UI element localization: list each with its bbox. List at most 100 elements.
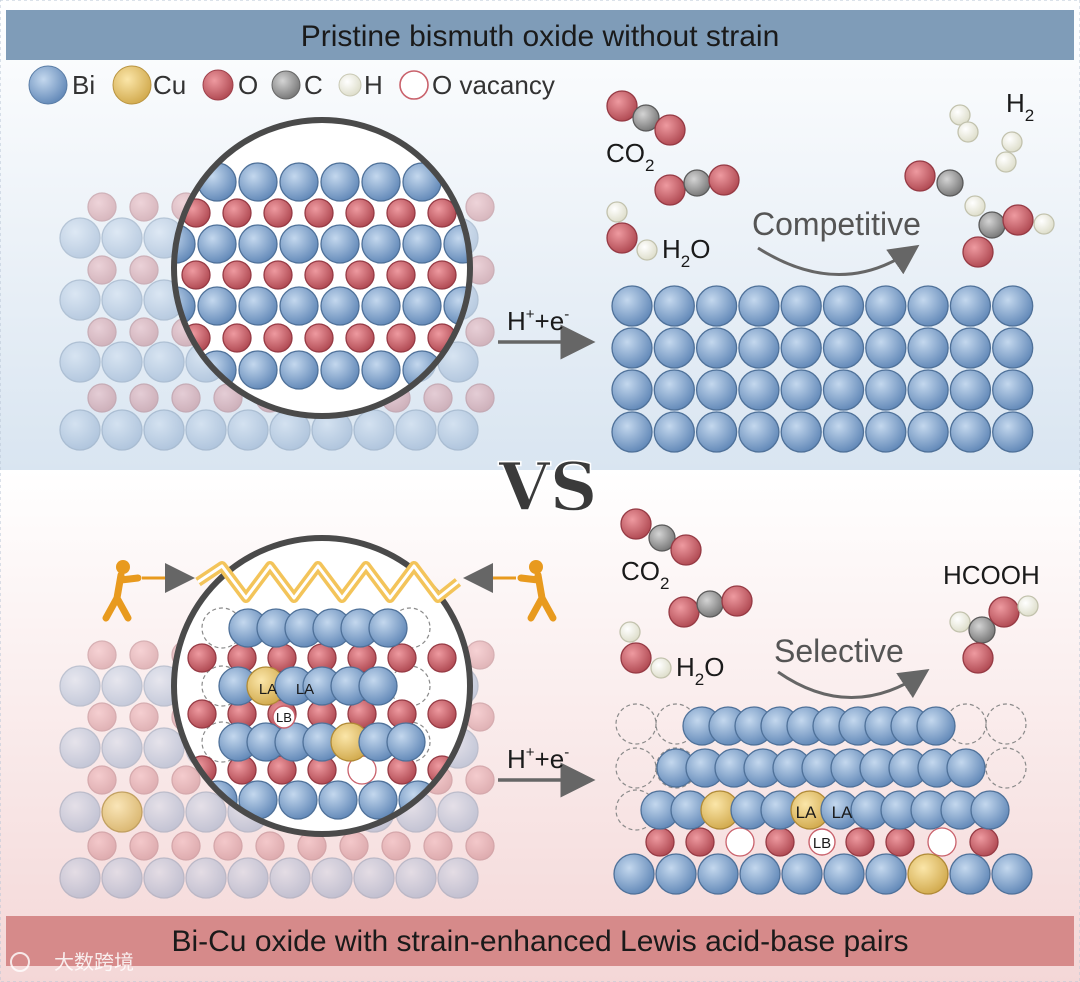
- bg-o-atom: [171, 831, 201, 861]
- top-banner-text: Pristine bismuth oxide without strain: [301, 20, 780, 53]
- mol-o-atom: [962, 236, 994, 268]
- zoom-bi-atom: [358, 666, 398, 706]
- bg-o-atom: [87, 640, 117, 670]
- slab-bi-atom: [949, 369, 992, 411]
- zoom-bi-atom: [402, 286, 442, 326]
- slab-o-atom: [845, 827, 875, 857]
- bottom-reaction-arrow: H++e-: [498, 744, 596, 798]
- h2-h-atom: [995, 151, 1017, 173]
- zoom-o-atom: [427, 198, 457, 228]
- co2-c-atom: [936, 169, 964, 197]
- watermark-text: 大数跨境: [54, 951, 134, 974]
- hcooh-h-atom: [949, 611, 971, 633]
- zoom-o-atom: [187, 699, 217, 729]
- legend-c-label: C: [304, 70, 323, 100]
- top-h2o-label: H2O: [662, 234, 710, 271]
- bottom-banner: [6, 916, 1074, 966]
- zoom-bi-atom: [279, 224, 319, 264]
- slab-bi-atom: [970, 790, 1010, 830]
- zoom-bi-atom: [238, 350, 278, 390]
- slab-bi-atom: [823, 853, 865, 895]
- slab-bi-atom: [695, 285, 738, 327]
- co2-c-atom: [696, 590, 724, 618]
- slab-bi-atom: [738, 285, 780, 327]
- bottom-h2o-label: H2O: [676, 652, 724, 689]
- legend-h-label: H: [364, 70, 383, 100]
- slab-bi-atom: [653, 411, 695, 453]
- zoom-o-atom: [345, 260, 375, 290]
- slab-bi-atom: [781, 853, 823, 895]
- slab-bi-atom: [653, 285, 695, 327]
- slab-bi-atom: [780, 369, 822, 411]
- zoom-bi-atom: [386, 722, 426, 762]
- zoom-o-atom: [304, 198, 334, 228]
- slab-cu-atom: [907, 853, 949, 895]
- bg-bi-atom: [59, 727, 101, 769]
- bg-o-atom: [87, 831, 117, 861]
- zoom-o-atom: [386, 260, 416, 290]
- slab-o-atom: [885, 827, 915, 857]
- zoom-bi-atom: [320, 350, 360, 390]
- bg-bi-atom: [101, 665, 143, 707]
- bg-bi-atom: [185, 857, 227, 899]
- slab-bi-atom: [655, 853, 697, 895]
- legend-o-swatch: [202, 69, 234, 101]
- slab-bi-atom: [865, 853, 907, 895]
- zoom-o-atom: [427, 643, 457, 673]
- slab-bi-atom: [780, 411, 822, 453]
- zoom-o-atom: [181, 260, 211, 290]
- h2-h-atom: [1001, 131, 1023, 153]
- bg-o-atom: [129, 255, 159, 285]
- bg-bi-atom: [59, 341, 101, 383]
- top-reaction-arrow: H++e-: [498, 306, 596, 360]
- bg-bi-atom: [269, 857, 311, 899]
- zoom-bi-atom: [238, 286, 278, 326]
- slab-vacancy: [725, 827, 755, 857]
- zoom-o-atom: [345, 323, 375, 353]
- h2o-h-atom: [636, 239, 658, 261]
- slab-ghost-site: [985, 747, 1027, 789]
- co2-o-atom: [670, 534, 702, 566]
- bg-bi-atom: [59, 279, 101, 321]
- slab-bi-atom: [946, 748, 986, 788]
- zoom-lb-label: LB: [276, 710, 292, 725]
- bg-bi-atom: [437, 857, 479, 899]
- h2-h-atom: [964, 195, 986, 217]
- zoom-bi-atom: [361, 286, 401, 326]
- slab-bi-atom: [949, 853, 991, 895]
- bg-o-atom: [87, 255, 117, 285]
- legend-bi-label: Bi: [72, 70, 95, 100]
- competitive-arrow: [757, 244, 920, 276]
- co2-o-atom: [620, 508, 652, 540]
- bg-bi-atom: [143, 409, 185, 451]
- zoom-o-atom: [427, 260, 457, 290]
- bg-bi-atom: [227, 857, 269, 899]
- strain-spring-highlight: [197, 564, 459, 600]
- slab-bi-atom: [992, 369, 1034, 411]
- bg-bi-atom: [101, 279, 143, 321]
- slab-bi-atom: [611, 369, 653, 411]
- legend-o-label: O: [238, 70, 258, 100]
- selective-arrow: [777, 669, 930, 699]
- bg-o-atom: [171, 765, 201, 795]
- bg-bi-atom: [143, 857, 185, 899]
- slab-bi-atom: [780, 327, 822, 369]
- bg-o-atom: [87, 383, 117, 413]
- slab-bi-atom: [780, 285, 822, 327]
- slab-bi-atom: [991, 853, 1033, 895]
- competitive-label: Competitive: [752, 206, 921, 242]
- slab-bi-atom: [949, 327, 992, 369]
- bg-o-atom: [423, 383, 453, 413]
- bg-o-atom: [465, 831, 495, 861]
- bottom-bicu-slab: [613, 703, 1033, 895]
- h2-label: H2: [1006, 88, 1034, 125]
- zoom-la-label-1: LA: [259, 681, 277, 698]
- selective-label: Selective: [774, 633, 904, 669]
- co2-o-atom: [668, 596, 700, 628]
- h2o-h-atom: [619, 621, 641, 643]
- bg-o-atom: [465, 317, 495, 347]
- zoom-o-atom: [427, 699, 457, 729]
- slab-vacancy: [927, 827, 957, 857]
- slab-ghost-site: [615, 703, 657, 745]
- bg-bi-atom: [59, 857, 101, 899]
